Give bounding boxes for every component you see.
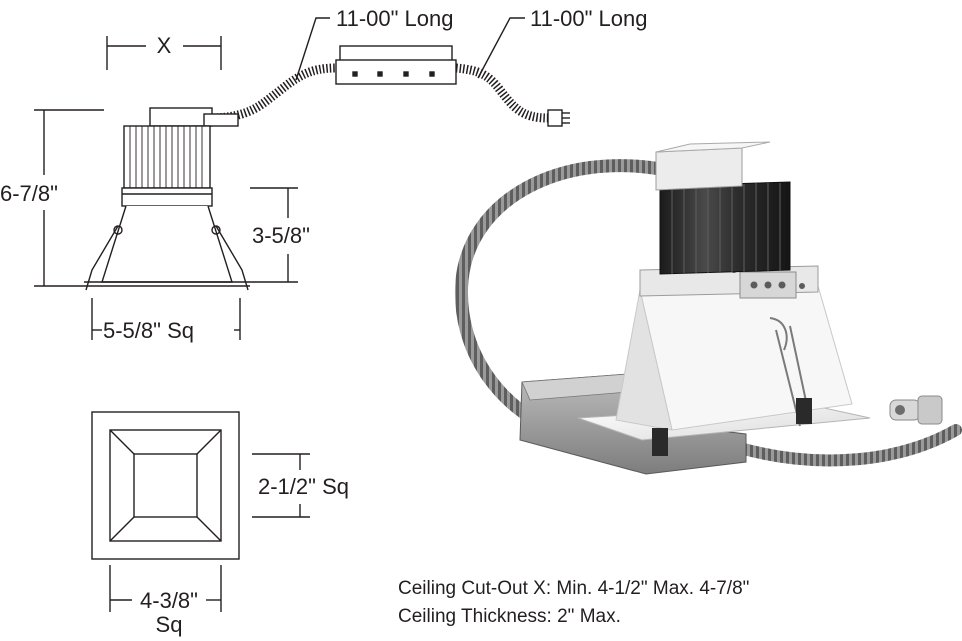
ceiling-thickness-note: Ceiling Thickness: 2" Max. xyxy=(398,606,621,627)
trim-width-label: 5-5/8" Sq xyxy=(103,318,194,343)
flex-conduit-left xyxy=(454,159,673,439)
face-width-label: 4-3/8" xyxy=(140,588,198,613)
product-render xyxy=(454,141,962,475)
trim-height-label: 3-5/8" xyxy=(252,223,310,248)
conduit-connector xyxy=(889,395,943,425)
cutout-x-label: X xyxy=(157,33,172,58)
aperture-size-label: 2-1/2" Sq xyxy=(258,474,349,499)
top-bracket xyxy=(655,147,743,191)
cable-length-left-label: 11-00" Long xyxy=(336,6,454,31)
face-width-sq-label: Sq xyxy=(156,612,183,637)
flex-conduit-right xyxy=(734,424,962,467)
cable-length-right-label: 11-00" Long xyxy=(530,6,648,31)
side-view-drawing xyxy=(34,17,570,340)
overall-height-label: 6-7/8" xyxy=(0,181,58,206)
face-view-drawing xyxy=(91,411,310,612)
heatsink xyxy=(659,181,791,275)
reflector xyxy=(639,285,853,431)
ceiling-cutout-note: Ceiling Cut-Out X: Min. 4-1/2" Max. 4-7/… xyxy=(398,578,749,599)
